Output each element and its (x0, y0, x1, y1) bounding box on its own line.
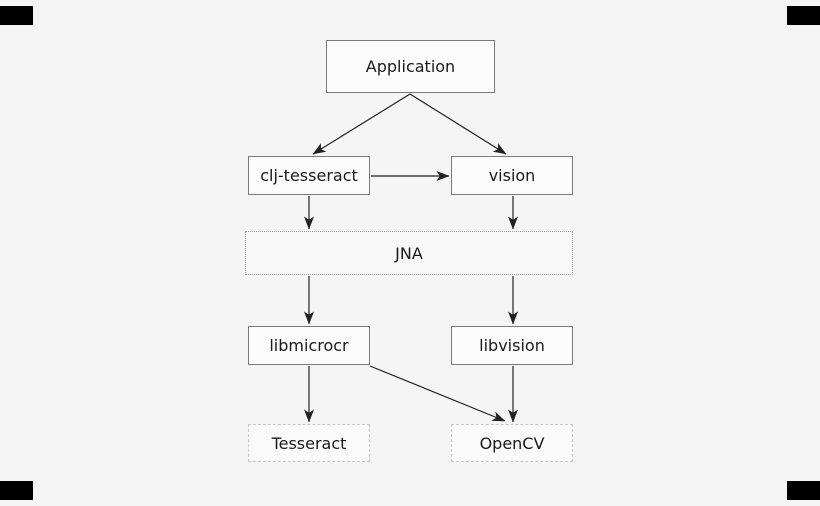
node-label-opencv: OpenCV (479, 433, 545, 453)
node-vision: vision (451, 156, 573, 195)
edge-libmicrocr-to-opencv (369, 365, 506, 422)
node-libvision: libvision (451, 326, 573, 365)
node-label-libvision: libvision (479, 336, 545, 355)
node-application: Application (326, 40, 495, 93)
node-jna: JNA (245, 231, 573, 275)
corner-marker-top-right (787, 6, 820, 25)
node-label-clj-tesseract: clj-tesseract (260, 166, 358, 185)
node-label-tesseract: Tesseract (271, 433, 347, 453)
node-opencv: OpenCV (451, 424, 573, 462)
edge-application-to-vision (409, 93, 507, 155)
node-libmicrocr: libmicrocr (248, 326, 370, 365)
node-clj-tesseract: clj-tesseract (248, 156, 370, 195)
corner-marker-bottom-right (787, 481, 820, 500)
node-label-vision: vision (488, 166, 536, 185)
corner-marker-top-left (0, 6, 33, 25)
node-tesseract: Tesseract (248, 424, 370, 462)
corner-marker-bottom-left (0, 481, 33, 500)
edge-application-to-clj-tesseract (312, 93, 411, 155)
node-label-libmicrocr: libmicrocr (269, 336, 349, 355)
node-label-jna: JNA (395, 243, 423, 263)
node-label-application: Application (365, 57, 456, 76)
